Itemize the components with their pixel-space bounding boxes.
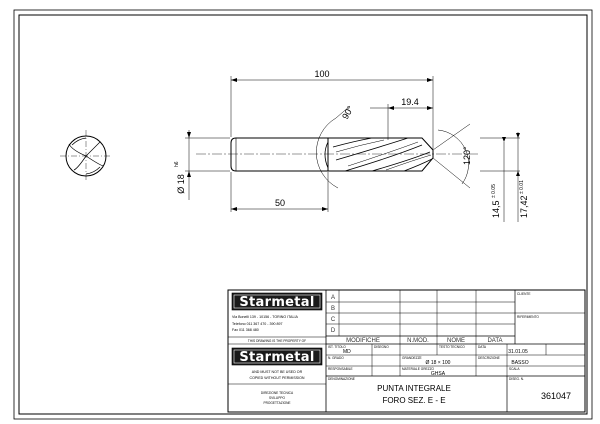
label-descrizione: DESCRIZIONE	[478, 356, 500, 360]
address-line-1: Via Bonelli 139 - 10156 - TORINO ITALIA	[232, 315, 298, 319]
dim-flute-offset: 19.4	[401, 97, 419, 107]
title-line-1: PUNTA INTEGRALE	[377, 384, 451, 393]
dim-14-5: 14,5	[491, 200, 501, 218]
end-view	[60, 130, 112, 182]
header-nmod: N.MOD.	[407, 338, 429, 344]
dept-3: PROGETTAZIONE	[263, 401, 290, 405]
label-materiale: MATERIALE GREZZO	[402, 367, 435, 371]
label-disegno: DISEGNO	[374, 345, 389, 349]
no-use-notice-2: COPIED WITHOUT PERMISSION	[249, 376, 304, 380]
label-disegno-n: DISEG. N.	[509, 377, 524, 381]
label-grandezze: GRANDEZZE	[402, 356, 422, 360]
dim-17-42: 17,42	[519, 195, 529, 218]
svg-text:Starmetal: Starmetal	[239, 350, 314, 365]
label-scala: SCALA	[509, 367, 520, 371]
dept-2: SVILUPPO	[269, 396, 285, 400]
dim-14-5-tolerance: ± 0.05	[491, 184, 497, 198]
rev-letter-c: C	[331, 317, 336, 323]
address-line-2: Telefono 011 367 470 - 390 897	[232, 322, 283, 326]
dimension-lines	[185, 76, 520, 222]
dim-diameter-tolerance: h6	[174, 161, 180, 167]
header-data: DATA	[487, 338, 502, 344]
label-riferimento: RIFERIMENTO	[517, 315, 539, 319]
title-block	[227, 289, 586, 413]
label-data: DATA	[478, 345, 487, 349]
title-line-2: FORO SEZ. E - E	[382, 396, 445, 405]
value-data: 31.01.05	[508, 349, 528, 355]
company-logo-bottom: Starmetal	[231, 347, 323, 366]
dim-17-42-tolerance: ± 0.01	[519, 180, 525, 194]
dim-angle-90: 90°	[340, 104, 356, 121]
dim-diameter: Ø 18	[176, 174, 186, 194]
label-testo-tecnico: TESTO TECNICO	[439, 345, 465, 349]
drawing-number: 361047	[541, 391, 571, 401]
header-modifiche: MODIFICHE	[346, 338, 380, 344]
rev-letter-a: A	[331, 295, 335, 301]
label-responsabile: RESPONSABILE	[328, 367, 353, 371]
label-denominazione: DENOMINAZIONE	[328, 377, 355, 381]
side-view	[196, 137, 478, 172]
rev-letter-b: B	[331, 306, 335, 312]
value-titolo: MD	[343, 349, 351, 355]
address-line-3: Fax 011 368 480	[232, 328, 259, 332]
header-nome: NOME	[447, 338, 465, 344]
rev-letter-d: D	[331, 328, 336, 334]
drawing-frame-inner	[18, 14, 588, 415]
value-grandezze: Ø 18 × 100	[426, 360, 451, 366]
label-ist-titolo: IST. TITOLO	[328, 345, 346, 349]
label-cliente: CLIENTE	[517, 292, 530, 296]
drawing-frame-outer	[13, 9, 593, 420]
svg-text:Starmetal: Starmetal	[239, 295, 314, 310]
dim-angle-120: 120°	[462, 146, 472, 165]
dim-shank-length: 50	[275, 198, 285, 208]
property-notice: THIS DRAWING IS THE PROPERTY OF	[248, 339, 306, 343]
dim-overall-length: 100	[314, 69, 329, 79]
value-descrizione: BASSO	[511, 360, 528, 366]
dept-1: DIREZIONE TECNICA	[261, 391, 294, 395]
no-use-notice-1: AND MUST NOT BE USED OR	[252, 370, 303, 374]
company-logo-top: Starmetal	[231, 292, 323, 311]
label-n-grado: N. GRADO	[328, 356, 344, 360]
value-materiale: GHSA	[431, 371, 446, 377]
